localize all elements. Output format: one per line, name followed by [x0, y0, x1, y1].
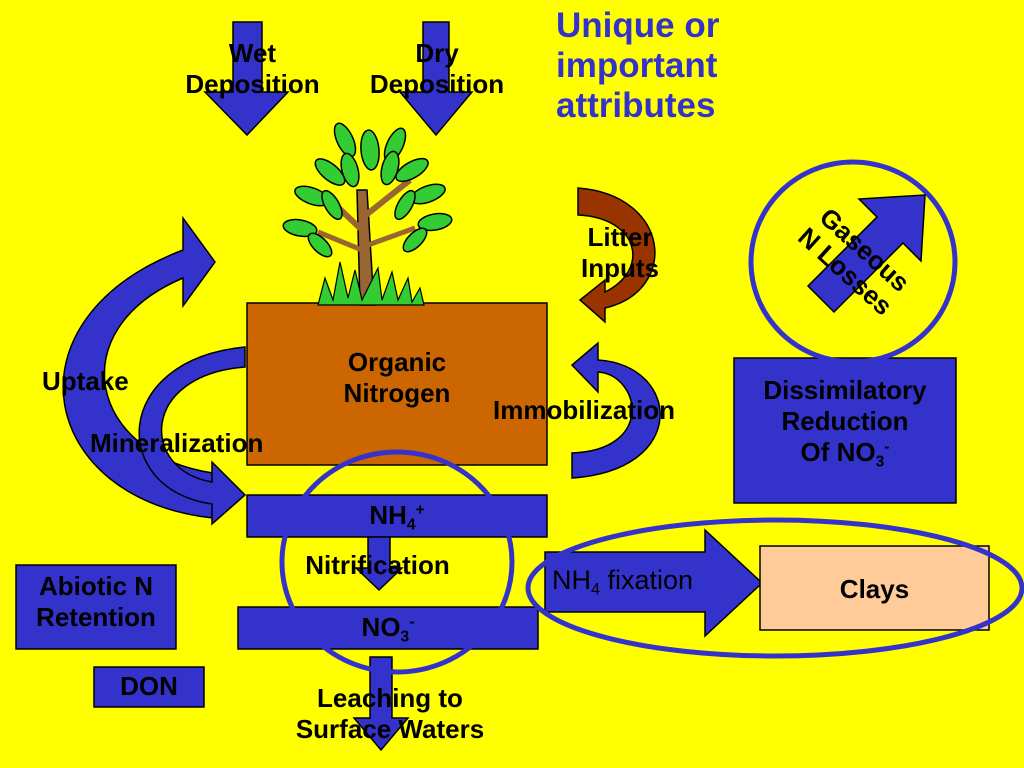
nh4-fixation-arrow [544, 528, 764, 638]
dry-deposition-arrow [398, 21, 474, 137]
formula-base: Of NO [800, 437, 876, 468]
label-line: Inputs [581, 253, 659, 284]
mineralization-label: Mineralization [90, 428, 264, 458]
label-line: Nitrogen [343, 378, 451, 409]
leaching-arrow [352, 656, 410, 752]
label-line: Leaching to [317, 683, 463, 713]
clays-box [759, 545, 990, 631]
dissimilatory-reduction-box [733, 357, 957, 504]
formula-superscript: - [884, 439, 890, 457]
label-line: Reduction [781, 406, 909, 437]
title-line: attributes [556, 85, 716, 125]
nitrification-label: Nitrification [305, 550, 450, 580]
formula-superscript: + [415, 501, 425, 519]
ammonium-label: NH4+ [247, 500, 547, 535]
title-line: Unique or [556, 6, 720, 45]
uptake-label: Uptake [42, 366, 129, 396]
dissimilatory-reduction-label: Dissimilatory Reduction Of NO3- [734, 375, 956, 473]
formula-subscript: 4 [406, 516, 416, 534]
formula-superscript: - [409, 613, 415, 631]
attributes-title: Unique or important attributes [556, 6, 719, 126]
formula-subscript: 3 [400, 628, 410, 646]
label-line: Of NO3- [734, 437, 956, 472]
label-line: Surface Waters [295, 714, 485, 745]
nh4-fixation-label: NH4 fixation [552, 564, 693, 600]
organic-nitrogen-label: Organic Nitrogen [297, 347, 497, 409]
uptake-arrow [62, 215, 216, 519]
label-line: Litter [587, 222, 653, 252]
fixation-ellipse [525, 517, 1024, 659]
label-line: Retention [36, 602, 156, 633]
immobilization-label: Immobilization [493, 395, 675, 425]
wet-deposition-label: Wet Deposition [165, 38, 340, 100]
title-line: important [556, 45, 718, 85]
nitrate-label: NO3- [238, 612, 538, 647]
label-line: Dry [415, 38, 459, 68]
organic-nitrogen-box [246, 302, 548, 466]
formula-base: NO [361, 612, 401, 642]
label-line: Abiotic N [38, 571, 154, 601]
leaching-label: Leaching to Surface Waters [255, 683, 525, 745]
ammonium-box [246, 494, 548, 538]
clays-label: Clays [839, 574, 910, 604]
formula-rest: fixation [600, 565, 694, 595]
label-line: Deposition [369, 69, 505, 100]
tree-icon [282, 122, 453, 306]
immobilization-arrow [570, 341, 661, 479]
mineralization-arrow [138, 346, 247, 526]
don-box [93, 666, 205, 708]
abiotic-retention-label: Abiotic N Retention [16, 571, 176, 633]
formula-subscript: 4 [591, 580, 601, 599]
label-line: Organic [347, 347, 447, 377]
nitrogen-pool-circle [279, 449, 515, 675]
litter-inputs-label: Litter Inputs [560, 222, 680, 284]
label-line: Dissimilatory [763, 375, 927, 405]
nitrification-arrow [354, 536, 404, 592]
don-label: DON [120, 671, 178, 701]
abiotic-retention-box [15, 564, 177, 650]
label-line: Deposition [185, 69, 320, 100]
dry-deposition-label: Dry Deposition [348, 38, 526, 100]
gaseous-losses-arrow [806, 194, 926, 314]
formula-base: NH [552, 565, 591, 595]
label-line: Wet [228, 38, 277, 68]
formula-subscript: 3 [875, 453, 885, 471]
gaseous-losses-circle [748, 159, 958, 365]
wet-deposition-arrow [203, 21, 290, 137]
formula-base: NH [369, 500, 407, 530]
litter-inputs-arrow [577, 187, 656, 324]
